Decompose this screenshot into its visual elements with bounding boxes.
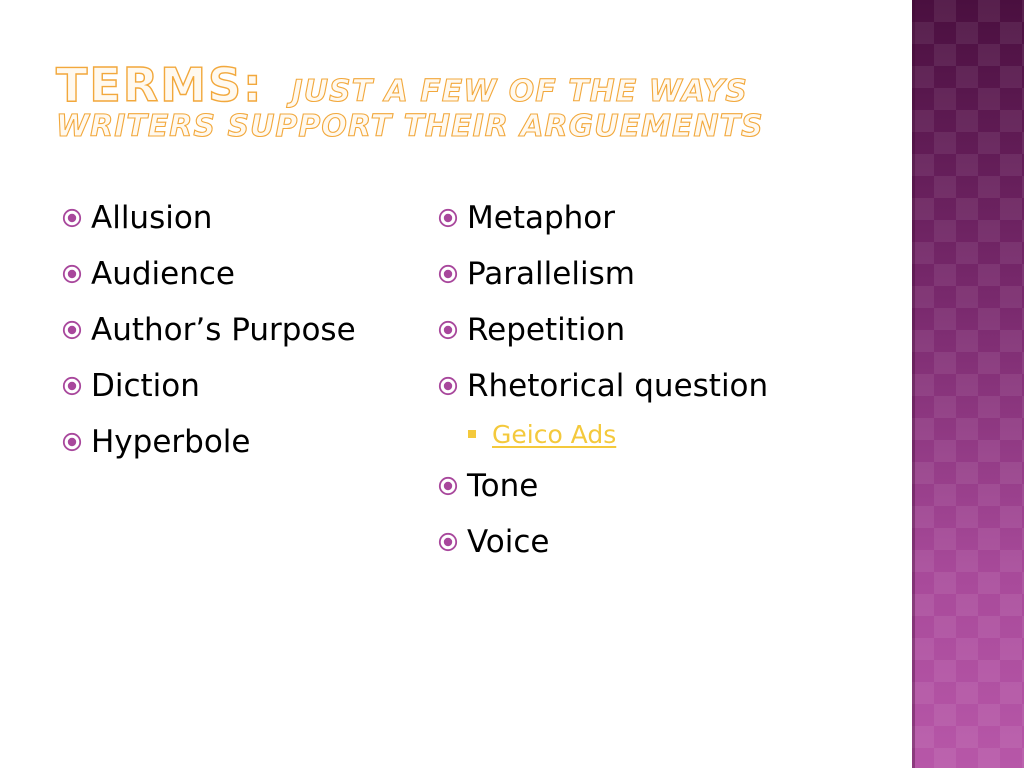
diamond-pattern xyxy=(912,0,1024,768)
list-item-label: Tone xyxy=(467,468,539,504)
list-item: Rhetorical question xyxy=(438,358,768,414)
list-item: Diction xyxy=(62,358,356,414)
list-item-label: Diction xyxy=(91,368,200,404)
list-item-label: Rhetorical question xyxy=(467,368,769,404)
list-item-label: Allusion xyxy=(91,200,213,236)
radio-target-icon xyxy=(438,532,458,552)
radio-target-icon xyxy=(62,208,82,228)
title-main: Terms: xyxy=(55,58,264,112)
sub-list-item: Geico Ads xyxy=(438,410,768,458)
radio-target-icon xyxy=(438,320,458,340)
radio-target-icon xyxy=(62,432,82,452)
list-item: Parallelism xyxy=(438,246,768,302)
geico-ads-link[interactable]: Geico Ads xyxy=(492,419,617,449)
list-item-label: Voice xyxy=(467,524,550,560)
radio-target-icon xyxy=(62,320,82,340)
slide-title: Terms: Just a few of the ways writers sup… xyxy=(55,61,876,144)
list-item: Tone xyxy=(438,458,768,514)
title-subtitle-line2: writers support their arguements xyxy=(55,109,764,144)
radio-target-icon xyxy=(438,208,458,228)
list-item-label: Repetition xyxy=(467,312,626,348)
list-item: Author’s Purpose xyxy=(62,302,356,358)
title-subtitle-line1: Just a few of the ways xyxy=(291,74,748,109)
list-item: Audience xyxy=(62,246,356,302)
left-bullet-list: Allusion Audience Author’s Purpose Dicti… xyxy=(62,190,356,470)
radio-target-icon xyxy=(438,476,458,496)
list-item-label: Hyperbole xyxy=(91,424,251,460)
list-item: Voice xyxy=(438,514,768,570)
list-item: Repetition xyxy=(438,302,768,358)
radio-target-icon xyxy=(62,376,82,396)
list-item-label: Audience xyxy=(91,256,235,292)
radio-target-icon xyxy=(438,376,458,396)
decorative-side-band xyxy=(912,0,1024,768)
list-item-label: Metaphor xyxy=(467,200,616,236)
radio-target-icon xyxy=(62,264,82,284)
list-item: Allusion xyxy=(62,190,356,246)
side-band-edge xyxy=(912,0,915,768)
radio-target-icon xyxy=(438,264,458,284)
list-item-label: Parallelism xyxy=(467,256,635,292)
right-bullet-list: Metaphor Parallelism Repetition Rhetoric… xyxy=(438,190,768,570)
list-item: Hyperbole xyxy=(62,414,356,470)
list-item-label: Author’s Purpose xyxy=(91,312,356,348)
square-bullet-icon xyxy=(468,430,476,438)
list-item: Metaphor xyxy=(438,190,768,246)
